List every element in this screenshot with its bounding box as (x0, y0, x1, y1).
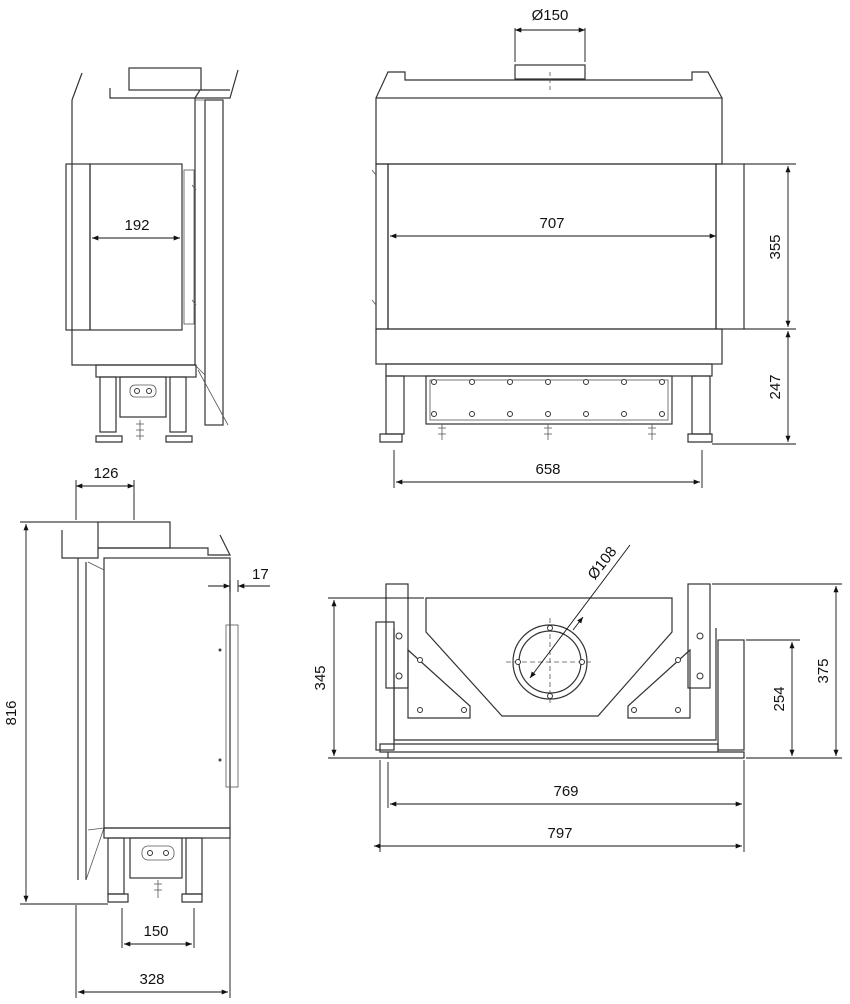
top-width-inner-label: 769 (553, 783, 578, 800)
top-offset-side-label: 126 (93, 465, 118, 482)
base-height-label: 247 (767, 374, 784, 399)
glass-height-label: 355 (767, 234, 784, 259)
flue-diameter-front-label: Ø150 (532, 7, 569, 24)
leg-span-side-label: 150 (143, 923, 168, 940)
top-height-right-label: 375 (815, 658, 832, 683)
side-flange-label: 17 (252, 566, 269, 583)
side-view-lower: 126 816 17 150 328 (3, 465, 270, 998)
top-view: Ø108 345 254 375 769 797 (312, 544, 842, 852)
leg-span-front-label: 658 (535, 461, 560, 478)
total-depth-label: 328 (139, 971, 164, 988)
top-height-left-label: 345 (312, 665, 329, 690)
total-height-label: 816 (3, 700, 20, 725)
front-view: Ø150 707 355 247 658 (371, 7, 796, 488)
side-glass-width-label: 192 (124, 217, 149, 234)
side-view-upper: 192 (65, 67, 239, 443)
flue-diameter-top-label: Ø108 (584, 544, 620, 583)
top-width-outer-label: 797 (547, 825, 572, 842)
top-height-inner-label: 254 (771, 686, 788, 711)
front-glass-width-label: 707 (539, 215, 564, 232)
